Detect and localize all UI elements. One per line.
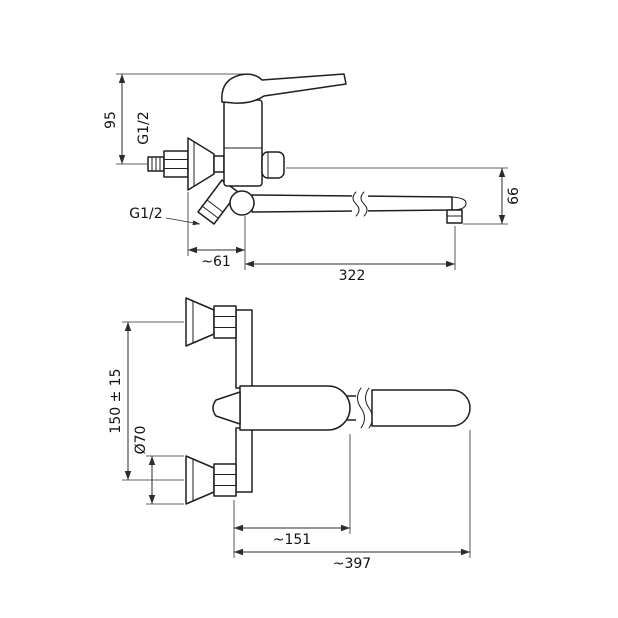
top-escutcheon — [185, 297, 237, 347]
dim-spout-reach: 322 — [245, 226, 456, 284]
inlet-thread-label: G1/2 — [136, 111, 152, 144]
diverter-knob — [261, 151, 285, 179]
dim-inlet-centers: 150 ± 15 — [108, 321, 184, 481]
dim-322-label: 322 — [339, 268, 366, 284]
leader-line — [165, 217, 201, 226]
mixer-body — [223, 99, 263, 187]
wall-connector-stub — [213, 155, 225, 173]
side-view: 95 G1/2 G1/2 ~61 322 66 — [103, 73, 522, 284]
shower-thread-callout: G1/2 — [129, 206, 201, 226]
dim-70-label: Ø70 — [133, 426, 149, 455]
dim-body-length: ~151 — [233, 434, 351, 558]
spout — [251, 190, 467, 224]
diverter-cone — [212, 391, 241, 425]
escutcheon — [187, 137, 215, 191]
dim-61-label: ~61 — [201, 254, 231, 270]
dim-wall-offset: ~61 — [187, 192, 246, 270]
spout-break — [357, 387, 365, 429]
body-capsule — [239, 385, 351, 431]
inlet-nut — [163, 150, 189, 178]
front-spout — [356, 386, 471, 430]
dim-95-label: 95 — [103, 111, 119, 129]
dim-151-label: ~151 — [273, 532, 311, 548]
wall-connection — [147, 137, 225, 191]
dim-150-label: 150 ± 15 — [108, 368, 124, 433]
mounting-column — [235, 309, 253, 493]
spout-pivot-nut — [229, 190, 255, 216]
spout-break — [352, 191, 360, 217]
dim-spout-drop: 66 — [286, 167, 522, 225]
dim-397-label: ~397 — [333, 556, 371, 572]
dim-66-label: 66 — [506, 187, 522, 205]
front-view: 150 ± 15 Ø70 ~151 ~397 — [108, 297, 471, 572]
shower-thread-label: G1/2 — [129, 206, 162, 222]
shower-outlet — [197, 179, 239, 225]
bottom-escutcheon — [185, 455, 237, 505]
dim-overall-length: ~397 — [234, 430, 471, 572]
dim-escutcheon-diameter: Ø70 — [133, 426, 184, 505]
handle — [221, 73, 347, 104]
dim-handle-height: 95 — [103, 73, 250, 165]
